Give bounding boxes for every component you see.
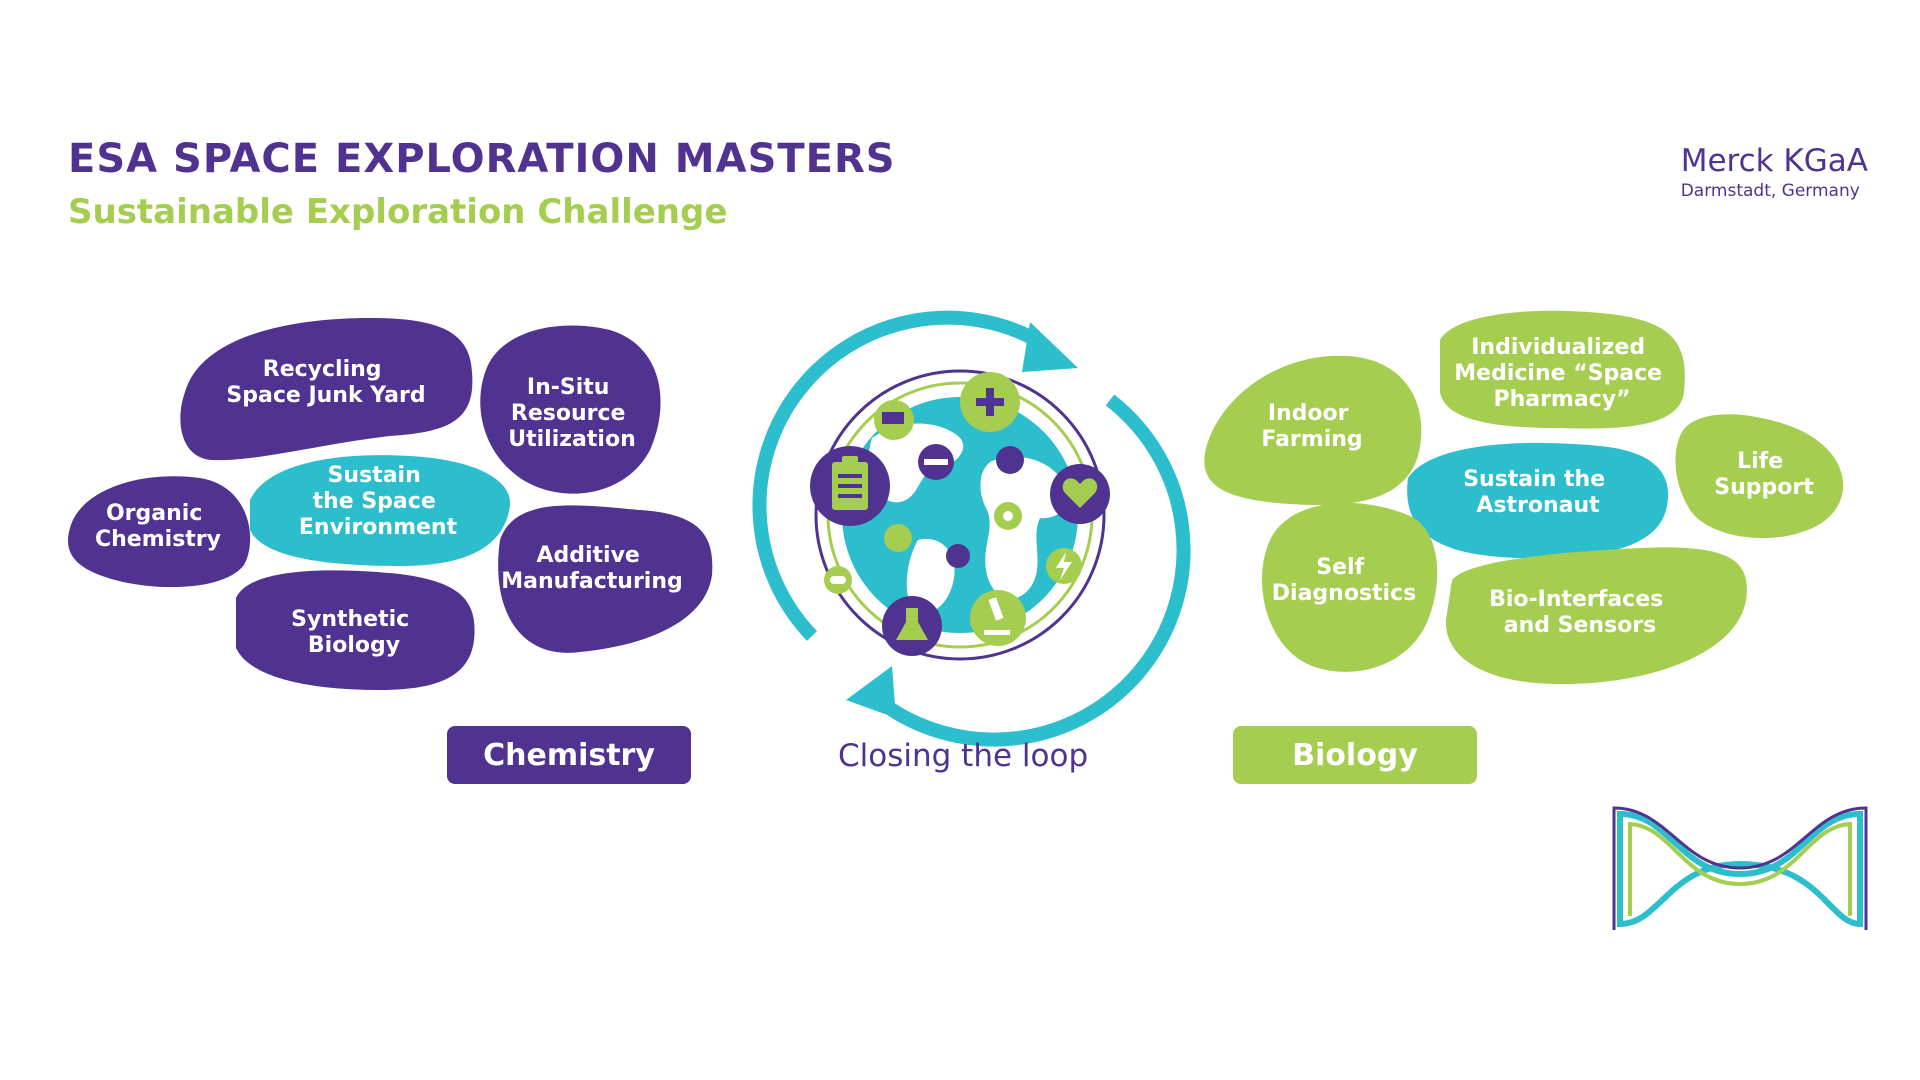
topic-biointerfaces: Bio-Interfaces and Sensors — [1489, 587, 1671, 638]
lightning-icon — [1046, 548, 1082, 584]
map-icon — [996, 446, 1024, 474]
blob-biointerfaces — [1445, 547, 1747, 685]
topic-organic: Organic Chemistry — [95, 501, 221, 552]
topic-life-line-2: Support — [1714, 475, 1814, 500]
topic-life-line-1: Life — [1737, 449, 1783, 474]
company-block: Merck KGaA Darmstadt, Germany — [1681, 143, 1868, 201]
topic-organic-line-1: Organic — [106, 501, 202, 526]
topic-medicine-line-1: Individualized — [1471, 335, 1645, 360]
topic-indoor: Indoor Farming — [1261, 401, 1362, 452]
biology-label: Biology — [1233, 726, 1477, 784]
topic-sustain-space-line-1: Sustain — [328, 463, 421, 488]
blob-insitu — [480, 325, 661, 494]
page-title: ESA SPACE EXPLORATION MASTERS — [68, 136, 896, 182]
blob-recycling — [180, 318, 473, 461]
topic-additive-line-1: Additive — [536, 543, 639, 568]
blob-indoor — [1204, 355, 1422, 506]
topic-medicine-line-3: Pharmacy” — [1493, 387, 1630, 412]
topic-sustain-space-line-3: Environment — [299, 515, 458, 540]
blob-selfdiag — [1261, 502, 1438, 672]
blob-synthetic — [236, 570, 475, 690]
heart-icon — [1050, 464, 1110, 524]
closing-loop-label: Closing the loop — [838, 738, 1089, 774]
topic-additive: Additive Manufacturing — [501, 543, 683, 594]
topic-insitu-line-3: Utilization — [508, 427, 636, 452]
topic-sustain-space: Sustain the Space Environment — [299, 463, 458, 540]
topic-astronaut-line-2: Astronaut — [1476, 493, 1600, 518]
topic-medicine: Individualized Medicine “Space Pharmacy” — [1454, 335, 1669, 412]
topic-astronaut: Sustain the Astronaut — [1463, 467, 1613, 518]
blob-sustain-space — [250, 455, 511, 566]
topic-indoor-line-2: Farming — [1261, 427, 1362, 452]
loop-arrow-top — [752, 310, 1044, 641]
truck-icon — [874, 400, 914, 440]
topic-biointerfaces-line-1: Bio-Interfaces — [1489, 587, 1663, 612]
loop-arrow-bottom — [873, 394, 1191, 747]
microscope-icon — [970, 590, 1026, 646]
topic-selfdiag: Self Diagnostics — [1272, 555, 1416, 606]
flask-icon — [882, 596, 942, 656]
loop-arrowhead-bottom — [846, 666, 896, 718]
topic-recycling-line-1: Recycling — [263, 357, 382, 382]
syringe-icon — [918, 444, 954, 480]
topic-astronaut-line-1: Sustain the — [1463, 467, 1605, 492]
blob-astronaut — [1407, 442, 1669, 559]
company-location: Darmstadt, Germany — [1680, 181, 1860, 201]
globe-continent-2 — [980, 456, 1068, 599]
chemistry-label: Chemistry — [447, 726, 691, 784]
topic-biointerfaces-line-2: and Sensors — [1504, 613, 1657, 638]
globe-continent-1 — [868, 423, 964, 503]
topic-selfdiag-line-1: Self — [1316, 555, 1364, 580]
eye-icon — [994, 502, 1022, 530]
merck-logo — [1612, 806, 1868, 930]
gear-icon — [884, 524, 912, 552]
topic-selfdiag-line-2: Diagnostics — [1272, 581, 1416, 606]
globe-continent-3 — [906, 538, 955, 614]
blob-organic — [67, 476, 251, 588]
topic-synthetic: Synthetic Biology — [291, 607, 417, 658]
topic-recycling: Recycling Space Junk Yard — [226, 357, 425, 408]
topic-medicine-line-2: Medicine “Space — [1454, 361, 1662, 386]
topic-insitu: In-Situ Resource Utilization — [508, 375, 636, 452]
topic-life: Life Support — [1714, 449, 1814, 500]
page-subtitle: Sustainable Exploration Challenge — [68, 192, 728, 232]
topic-synthetic-line-1: Synthetic — [291, 607, 409, 632]
chemistry-cluster: Recycling Space Junk Yard In-Situ Resour… — [67, 318, 713, 690]
plus-icon — [960, 372, 1020, 432]
drop-icon — [946, 544, 970, 568]
clipboard-icon — [810, 446, 890, 526]
biology-cluster: Indoor Farming Individualized Medicine “… — [1204, 310, 1844, 685]
topic-organic-line-2: Chemistry — [95, 527, 221, 552]
topic-indoor-line-1: Indoor — [1268, 401, 1349, 426]
topic-insitu-line-2: Resource — [511, 401, 626, 426]
topic-additive-line-2: Manufacturing — [501, 569, 683, 594]
topic-synthetic-line-2: Biology — [308, 633, 400, 658]
topic-sustain-space-line-2: the Space — [313, 489, 436, 514]
blob-additive — [498, 505, 713, 653]
orbit-outer — [814, 369, 1106, 661]
blob-life — [1675, 414, 1844, 539]
loop-arrowhead-top — [1022, 322, 1078, 372]
topic-insitu-line-1: In-Situ — [527, 375, 610, 400]
loop-graphic — [752, 310, 1191, 747]
topic-recycling-line-2: Space Junk Yard — [226, 383, 425, 408]
company-name: Merck KGaA — [1680, 143, 1868, 179]
blob-medicine — [1440, 310, 1685, 429]
pill-icon — [824, 566, 852, 594]
